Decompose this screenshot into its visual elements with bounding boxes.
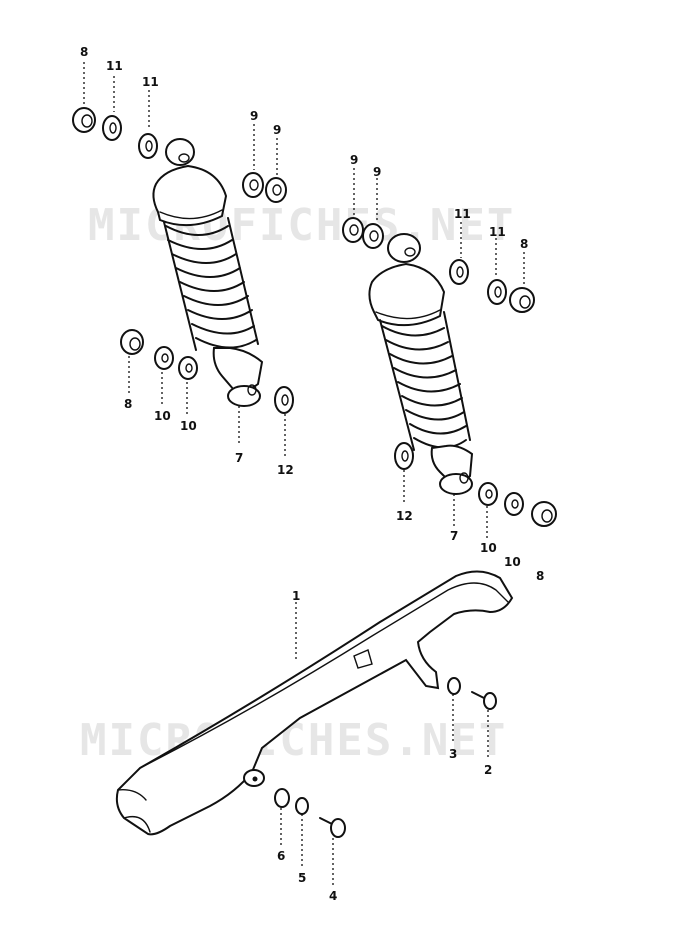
washer-10-a — [154, 346, 174, 370]
washer-10-c — [478, 482, 498, 506]
chain-case — [115, 570, 514, 836]
bolt-4 — [319, 817, 346, 838]
nut-8-right-top — [509, 287, 535, 313]
callout-8-top-left: 8 — [80, 45, 88, 59]
nut-8-right-bottom — [531, 501, 557, 527]
callout-11-c: 11 — [454, 207, 471, 221]
callout-11-a: 11 — [106, 59, 123, 73]
left-shock-absorber — [152, 138, 264, 407]
washer-6 — [274, 788, 290, 808]
callout-7-left: 7 — [235, 451, 243, 465]
nut-8-top-left — [72, 107, 96, 133]
lock-washer-5 — [295, 797, 309, 815]
collar-12-left — [274, 386, 294, 414]
leader-lines — [83, 62, 525, 888]
callout-10-d: 10 — [504, 555, 521, 569]
callout-8-right-top: 8 — [520, 237, 528, 251]
bushing-9-b — [265, 177, 287, 203]
washer-10-b — [178, 356, 198, 380]
callout-8-left: 8 — [124, 397, 132, 411]
bushing-9-c — [342, 217, 364, 243]
callout-2: 2 — [484, 763, 492, 777]
bushing-9-a — [242, 172, 264, 198]
washer-11-d — [487, 279, 507, 305]
callout-6: 6 — [277, 849, 285, 863]
washer-11-b — [138, 133, 158, 159]
callouts: 8 11 11 9 9 8 10 10 7 12 9 9 11 11 8 12 … — [80, 45, 544, 903]
callout-3: 3 — [449, 747, 457, 761]
callout-11-d: 11 — [489, 225, 506, 239]
nut-8-left — [120, 329, 144, 355]
washer-11-a — [102, 115, 122, 141]
watermark-top: MICROFICHES.NET — [88, 200, 515, 251]
washer-11-c — [449, 259, 469, 285]
callout-12-right: 12 — [396, 509, 413, 523]
callout-10-c: 10 — [480, 541, 497, 555]
washer-10-d — [504, 492, 524, 516]
lock-washer-3 — [447, 677, 461, 695]
callout-8-right-bottom: 8 — [536, 569, 544, 583]
collar-12-right — [394, 442, 414, 470]
right-shock-absorber — [368, 233, 474, 495]
callout-12-left: 12 — [277, 463, 294, 477]
callout-7-right: 7 — [450, 529, 458, 543]
callout-9-d: 9 — [373, 165, 381, 179]
callout-10-a: 10 — [154, 409, 171, 423]
callout-9-c: 9 — [350, 153, 358, 167]
bushing-9-d — [362, 223, 384, 249]
callout-10-b: 10 — [180, 419, 197, 433]
callout-5: 5 — [298, 871, 306, 885]
callout-9-a: 9 — [250, 109, 258, 123]
callout-1-chain-case: 1 — [292, 589, 300, 603]
bolt-2 — [471, 691, 497, 710]
callout-4: 4 — [329, 889, 337, 903]
callout-11-b: 11 — [142, 75, 159, 89]
callout-9-b: 9 — [273, 123, 281, 137]
